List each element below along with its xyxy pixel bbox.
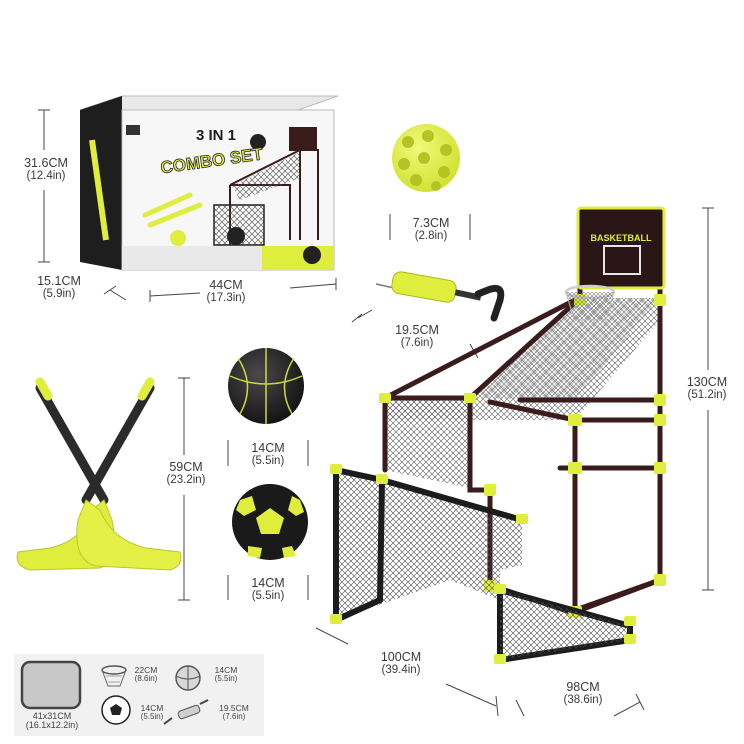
wiffle-ball-cm: 7.3CM — [412, 216, 450, 230]
pump-in: (7.6in) — [400, 337, 434, 350]
box-height-cm: 31.6CM — [24, 156, 68, 170]
wiffle-ball — [392, 124, 460, 192]
frame-height-label: 130CM (51.2in) — [672, 375, 742, 402]
soccer-ball-size-label: 14CM (5.5in) — [234, 576, 302, 603]
legend-basketball-label: 14CM (5.5in) — [206, 666, 246, 683]
parts-legend: 41x31CM (16.1x12.2in) 22CM (8.6in) 14CM … — [14, 654, 264, 736]
box-depth-cm: 15.1CM — [37, 274, 81, 288]
hockey-stick-cm: 59CM — [169, 460, 203, 474]
basketball-size-label: 14CM (5.5in) — [234, 441, 302, 468]
legend-soccer-ball-label: 14CM (5.5in) — [132, 704, 172, 721]
box-height-label: 31.6CM (12.4in) — [16, 156, 76, 183]
basketball-in: (5.5in) — [251, 455, 285, 468]
box-depth-label: 15.1CM (5.9in) — [24, 274, 94, 301]
legend-pump-cm: 19.5CM — [219, 703, 249, 713]
box-width-label: 44CM (17.3in) — [196, 278, 256, 305]
legend-basketball-cm: 14CM — [214, 665, 238, 675]
box-height-in: (12.4in) — [26, 170, 66, 183]
frame-width-label: 98CM (38.6in) — [548, 680, 618, 707]
pump-size-label: 19.5CM (7.6in) — [382, 323, 452, 350]
legend-soccer-ball-cm: 14CM — [140, 703, 164, 713]
box-title: 3 IN 1 — [196, 127, 236, 144]
board-icon — [20, 660, 82, 710]
legend-icons — [20, 660, 209, 725]
soccer-ball-in: (5.5in) — [251, 590, 285, 603]
soccer-ball — [232, 484, 308, 560]
box-width-in: (17.3in) — [206, 292, 246, 305]
dimension-lines — [38, 109, 714, 717]
hockey-stick-size-label: 59CM (23.2in) — [154, 460, 218, 487]
legend-net-in: (8.6in) — [134, 673, 158, 683]
wiffle-ball-size-label: 7.3CM (2.8in) — [396, 216, 466, 243]
legend-pump-label: 19.5CM (7.6in) — [212, 704, 256, 721]
pump-cm: 19.5CM — [395, 323, 439, 337]
frame-width-in: (38.6in) — [563, 694, 603, 707]
wiffle-ball-in: (2.8in) — [414, 230, 448, 243]
legend-basketball-icon — [175, 665, 201, 691]
legend-board-in: (16.1x12.2in) — [25, 720, 79, 731]
legend-board-cm: 41x31CM — [32, 711, 72, 721]
frame-length-in: (39.4in) — [381, 664, 421, 677]
legend-net-cm: 22CM — [134, 665, 158, 675]
box-width-cm: 44CM — [209, 278, 243, 292]
legend-pump-icon — [163, 699, 209, 725]
arcade-frame — [330, 206, 666, 664]
legend-basketball-in: (5.5in) — [214, 673, 238, 683]
frame-length-label: 100CM (39.4in) — [366, 650, 436, 677]
basketball-cm: 14CM — [251, 441, 285, 455]
legend-pump-in: (7.6in) — [222, 711, 246, 721]
pump — [375, 271, 505, 322]
net-icon — [101, 665, 127, 687]
frame-height-cm: 130CM — [686, 375, 728, 389]
legend-net-label: 22CM (8.6in) — [126, 666, 166, 683]
legend-board-label: 41x31CM (16.1x12.2in) — [16, 711, 88, 731]
legend-soccer-ball-icon — [101, 695, 131, 725]
backboard-label: BASKETBALL — [591, 233, 652, 243]
frame-height-in: (51.2in) — [687, 389, 727, 402]
soccer-ball-cm: 14CM — [251, 576, 285, 590]
hockey-stick-in: (23.2in) — [166, 474, 206, 487]
product-box — [79, 95, 339, 271]
legend-soccer-ball-in: (5.5in) — [140, 711, 164, 721]
frame-length-cm: 100CM — [380, 650, 422, 664]
frame-width-cm: 98CM — [566, 680, 600, 694]
box-depth-in: (5.9in) — [42, 288, 76, 301]
basketball — [228, 348, 304, 424]
hockey-sticks — [16, 377, 182, 571]
